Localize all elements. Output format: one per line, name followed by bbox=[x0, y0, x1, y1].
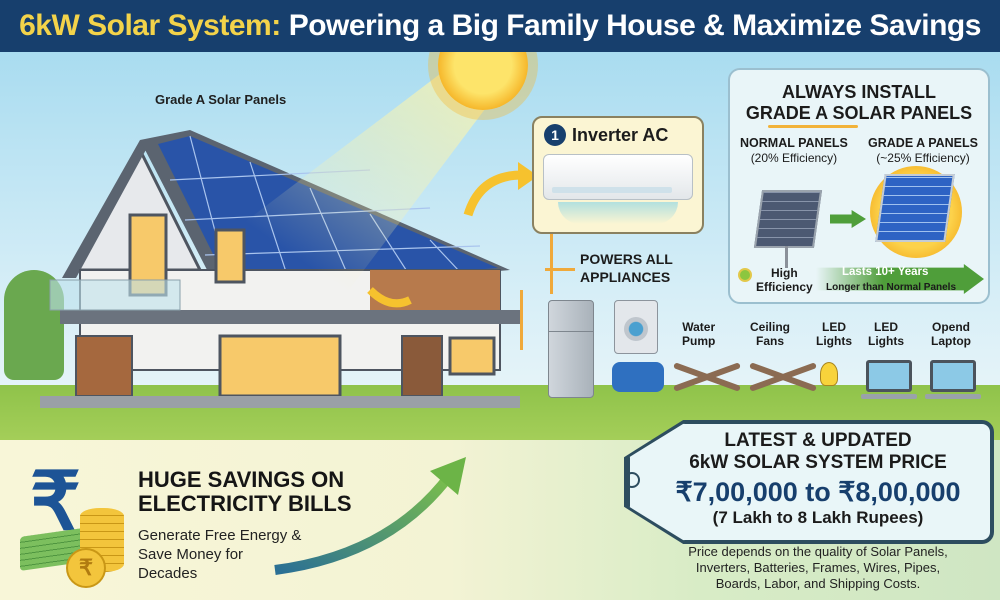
appliances-heading: POWERS ALL APPLIANCES bbox=[580, 250, 673, 286]
award-ribbon-icon bbox=[738, 268, 752, 282]
panel-pole bbox=[785, 246, 788, 268]
price-heading-line2: 6kW SOLAR SYSTEM PRICE bbox=[689, 452, 947, 473]
refrigerator-icon bbox=[548, 300, 594, 398]
panel-comparison: NORMAL PANELS (20% Efficiency) GRADE A P… bbox=[730, 136, 988, 166]
price-heading-line1: LATEST & UPDATED bbox=[724, 430, 912, 451]
light-bulb-icon bbox=[820, 362, 838, 386]
normal-solar-panel-icon bbox=[753, 190, 823, 248]
rupee-icon: ₹ bbox=[30, 457, 81, 546]
title-highlight: 6kW Solar System: bbox=[19, 9, 281, 42]
ceiling-fan-icon bbox=[748, 362, 804, 392]
lasts-years-label: Lasts 10+ Years bbox=[842, 266, 929, 278]
grade-a-solar-panel-icon bbox=[875, 174, 955, 242]
price-tag bbox=[628, 422, 992, 542]
grade-title-line1: ALWAYS INSTALL bbox=[781, 82, 936, 102]
grade-a-panels-efficiency: (~25% Efficiency) bbox=[876, 151, 970, 165]
ceiling-fan-icon bbox=[672, 362, 742, 392]
inverter-ac-card: 1 Inverter AC bbox=[532, 116, 704, 234]
water-pump-icon bbox=[612, 362, 664, 392]
price-range: ₹7,00,000 to ₹8,00,000 bbox=[675, 477, 961, 507]
price-note: Price depends on the quality of Solar Pa… bbox=[688, 544, 948, 591]
appliances-heading-line1: POWERS ALL bbox=[580, 251, 673, 267]
grade-a-panels-column: GRADE A PANELS (~25% Efficiency) bbox=[868, 136, 978, 166]
longer-than-normal-label: Longer than Normal Panels bbox=[826, 282, 957, 293]
power-wire bbox=[520, 290, 523, 350]
price-tag-content: LATEST & UPDATED 6kW SOLAR SYSTEM PRICE … bbox=[648, 430, 988, 528]
grade-a-panels-label: GRADE A PANELS bbox=[868, 136, 978, 150]
price-heading: LATEST & UPDATED 6kW SOLAR SYSTEM PRICE bbox=[648, 430, 988, 474]
savings-subtext: Generate Free Energy & Save Money for De… bbox=[138, 527, 302, 582]
savings-heading-line2: ELECTRICITY BILLS bbox=[138, 491, 352, 516]
grade-title-line2: GRADE A SOLAR PANELS bbox=[745, 103, 973, 123]
rupee-coin-icon: ₹ bbox=[66, 548, 106, 588]
airflow-icon bbox=[558, 202, 678, 224]
laptop-icon bbox=[861, 360, 917, 399]
growth-arrow-icon bbox=[274, 457, 466, 575]
title-rest: Powering a Big Family House & Maximize S… bbox=[288, 9, 982, 42]
page-title: 6kW Solar System: Powering a Big Family … bbox=[0, 0, 1000, 52]
step-number-badge: 1 bbox=[544, 124, 566, 146]
inverter-title: 1 Inverter AC bbox=[544, 124, 702, 146]
arrow-to-inverter-icon bbox=[463, 162, 538, 217]
laptop-icon bbox=[925, 360, 981, 399]
grade-card-title: ALWAYS INSTALL GRADE A SOLAR PANELS bbox=[730, 82, 988, 128]
solar-panels-label: Grade A Solar Panels bbox=[155, 92, 287, 107]
savings-heading: HUGE SAVINGS ON ELECTRICITY BILLS bbox=[138, 468, 352, 516]
price-tag-hole bbox=[624, 472, 640, 488]
price-in-lakh: (7 Lakh to 8 Lakh Rupees) bbox=[712, 508, 924, 527]
normal-panels-label: NORMAL PANELS bbox=[740, 136, 848, 150]
air-conditioner-icon bbox=[543, 154, 693, 200]
inverter-label: Inverter AC bbox=[572, 124, 669, 145]
savings-heading-line1: HUGE SAVINGS ON bbox=[138, 467, 345, 492]
appliances-heading-line2: APPLIANCES bbox=[580, 269, 671, 285]
normal-panels-column: NORMAL PANELS (20% Efficiency) bbox=[740, 136, 848, 166]
longevity-arrow-icon bbox=[816, 264, 984, 294]
washing-machine-icon bbox=[614, 300, 658, 354]
title-underline bbox=[768, 125, 858, 128]
normal-panels-efficiency: (20% Efficiency) bbox=[750, 151, 838, 165]
power-wire bbox=[545, 268, 575, 271]
upgrade-arrow-icon bbox=[830, 210, 866, 228]
power-wire bbox=[550, 234, 553, 294]
grade-a-panels-card: ALWAYS INSTALL GRADE A SOLAR PANELS NORM… bbox=[728, 68, 990, 304]
